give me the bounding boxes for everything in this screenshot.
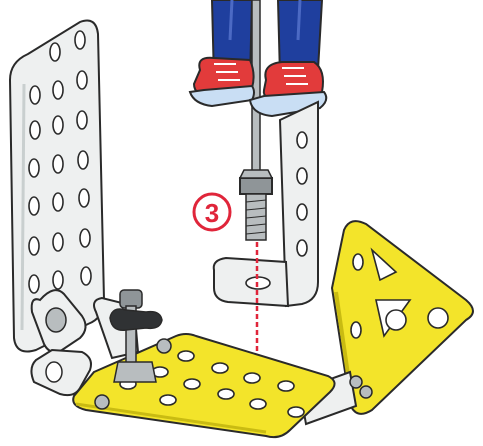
bolt [240,170,272,240]
step-number: 3 [205,198,219,228]
left-shoe [190,58,254,106]
step-marker: 3 [194,194,230,230]
